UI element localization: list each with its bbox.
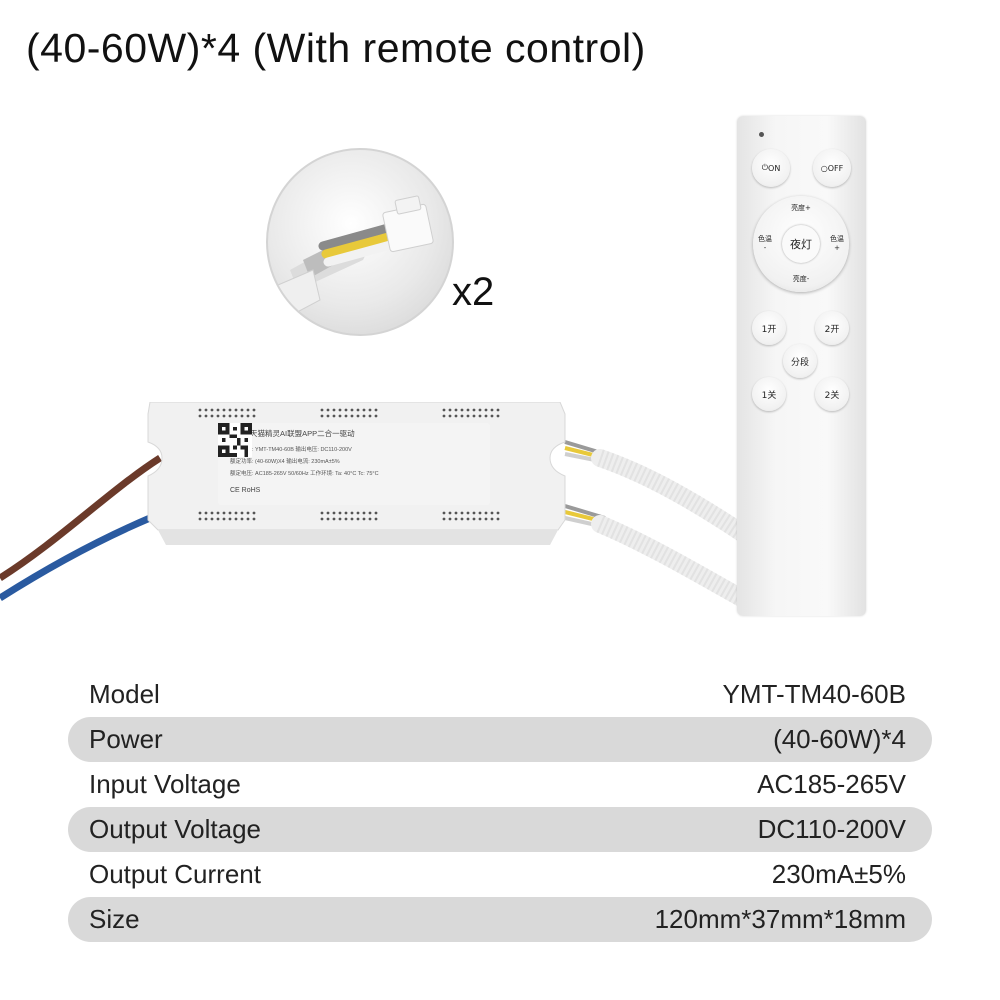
- connector-inset: [266, 148, 454, 336]
- spec-row-output-voltage: Output Voltage DC110-200V: [68, 807, 932, 852]
- spec-value: 120mm*37mm*18mm: [654, 904, 906, 934]
- driver-label-line: 规格型号: YMT-TM40-60B 输出电压: DC110-200V: [230, 447, 352, 453]
- spec-value: DC110-200V: [757, 814, 906, 844]
- driver-label-panel: 天猫精灵AI联盟APP二合一驱动 规格型号: YMT-TM40-60B 输出电压…: [218, 423, 490, 505]
- page-title: (40-60W)*4 (With remote control): [26, 25, 646, 71]
- night-light-button: 夜灯: [782, 225, 820, 263]
- driver-label-line: 额定电压: AC185-265V 50/60Hz 工作环境: Ta: 40°C …: [230, 471, 379, 477]
- spec-value: AC185-265V: [757, 769, 906, 799]
- spec-table: Model YMT-TM40-60B Power (40-60W)*4 Inpu…: [68, 672, 932, 942]
- off-button: ○OFF: [813, 149, 851, 187]
- spec-value: (40-60W)*4: [773, 724, 906, 754]
- blue-wire: [0, 514, 152, 601]
- driver-label-line: 额定功率: (40-60W)X4 输出电流: 230mA±5%: [230, 459, 340, 465]
- on-label: ON: [768, 163, 781, 173]
- zone1-on-button: 1开: [752, 311, 786, 345]
- power-icon: ⏻: [761, 163, 769, 172]
- off-label: OFF: [827, 163, 844, 173]
- spec-label: Model: [89, 679, 160, 709]
- brightness-up-label: 亮度+: [791, 204, 811, 212]
- spec-value: 230mA±5%: [771, 859, 906, 889]
- sleeve-upper: [591, 449, 754, 544]
- cert-marks: CE RoHS: [230, 487, 261, 494]
- spec-label: Size: [89, 904, 140, 934]
- brown-wire: [0, 455, 162, 581]
- spec-row-model: Model YMT-TM40-60B: [68, 672, 932, 717]
- dpad: 亮度+ 亮度- 色温 - 色温 + 夜灯: [753, 196, 849, 292]
- zone1-off-button: 1关: [752, 377, 786, 411]
- color-temp-minus-label: 色温 -: [758, 235, 772, 252]
- circle-icon: ○: [820, 163, 828, 173]
- zone2-off-button: 2关: [815, 377, 849, 411]
- spec-row-power: Power (40-60W)*4: [68, 717, 932, 762]
- spec-label: Power: [89, 724, 163, 754]
- led-driver: 天猫精灵AI联盟APP二合一驱动 规格型号: YMT-TM40-60B 输出电压…: [140, 402, 570, 545]
- on-button: ⏻ON: [752, 149, 790, 187]
- color-temp-plus-label: 色温 +: [830, 235, 844, 252]
- quantity-label: x2: [452, 270, 495, 314]
- spec-label: Output Voltage: [89, 814, 262, 844]
- qr-code-icon: [218, 423, 252, 457]
- segment-button: 分段: [783, 344, 817, 378]
- remote-control: ⏻ON ○OFF 亮度+ 亮度- 色温 - 色温 + 夜灯 1开 2开 分段 1…: [737, 116, 866, 616]
- zone2-on-button: 2开: [815, 311, 849, 345]
- indicator-led: [759, 132, 764, 137]
- spec-row-input-voltage: Input Voltage AC185-265V: [68, 762, 932, 807]
- brightness-down-label: 亮度-: [792, 275, 810, 283]
- spec-label: Output Current: [89, 859, 261, 889]
- connector-illustration: [277, 195, 434, 319]
- vent-holes: [198, 408, 500, 521]
- spec-row-output-current: Output Current 230mA±5%: [68, 852, 932, 897]
- spec-row-size: Size 120mm*37mm*18mm: [68, 897, 932, 942]
- spec-value: YMT-TM40-60B: [722, 679, 907, 709]
- spec-label: Input Voltage: [89, 769, 241, 799]
- driver-brand-text: 天猫精灵AI联盟APP二合一驱动: [250, 429, 355, 438]
